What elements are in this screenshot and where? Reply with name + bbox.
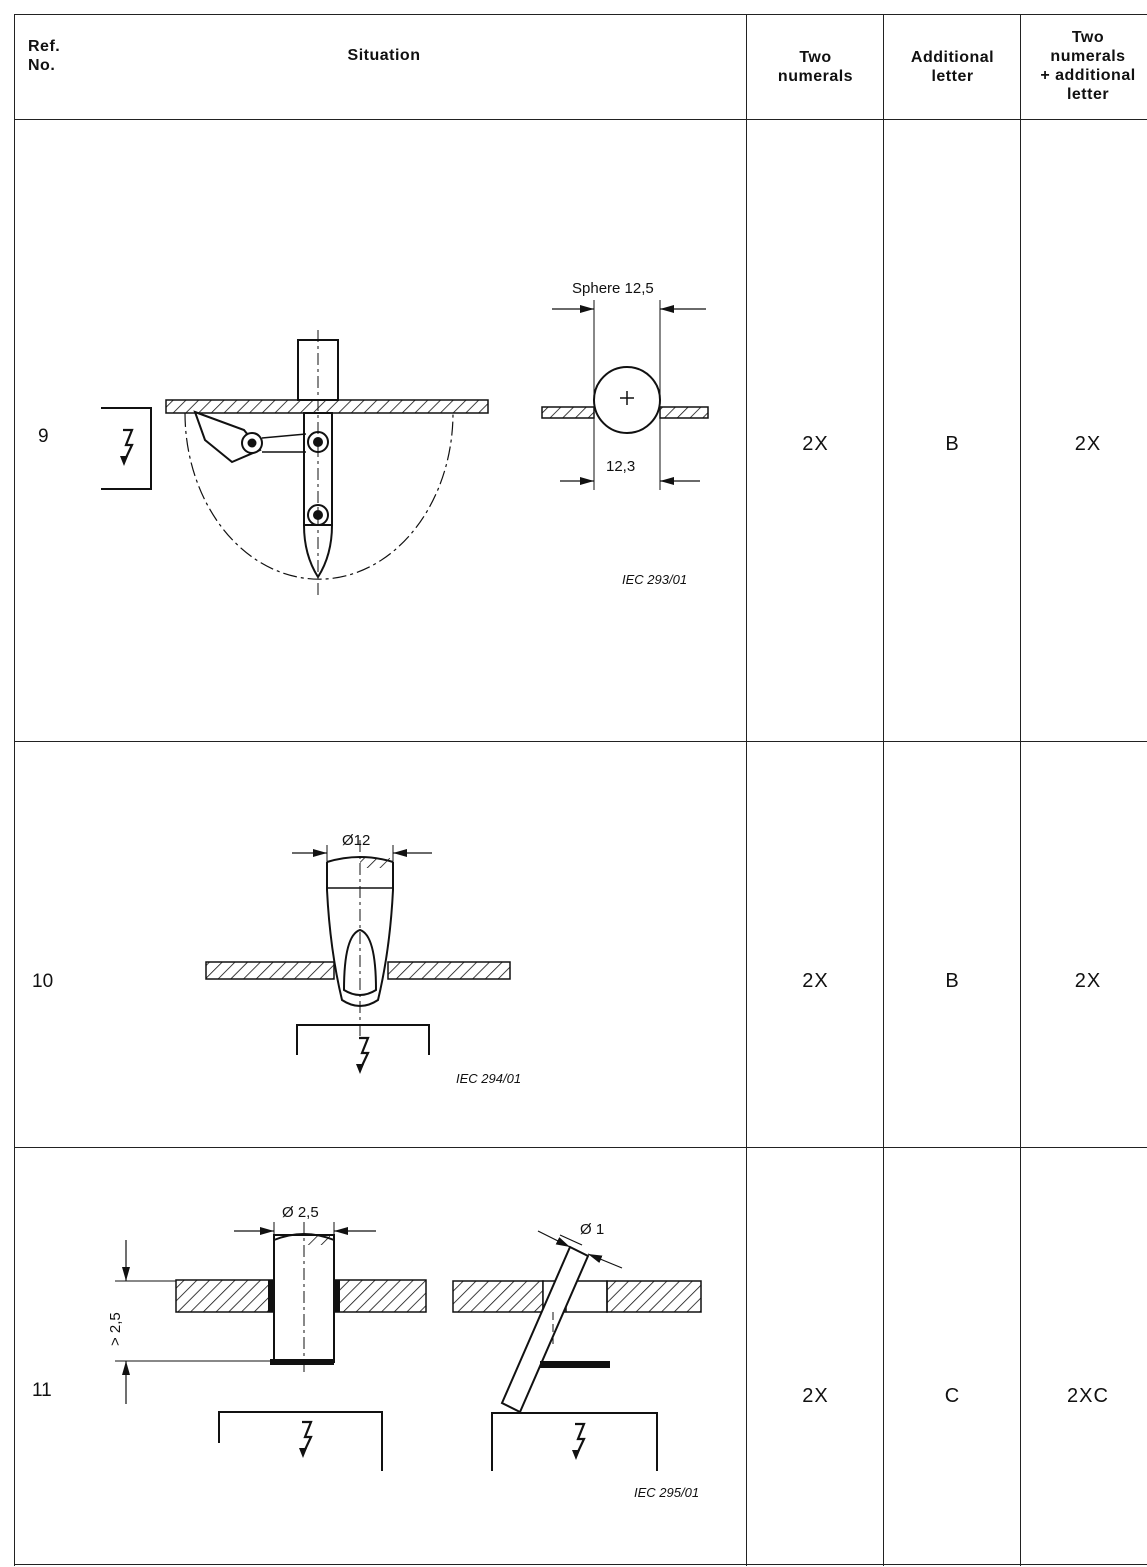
row-divider xyxy=(14,741,1147,742)
dimension-label: 12,3 xyxy=(606,458,635,475)
header-ref-no: Ref. No. xyxy=(28,38,61,74)
header-two-numerals: Two numerals xyxy=(777,49,854,85)
cell-two-numerals: 2X xyxy=(802,970,829,992)
table-border-bottom xyxy=(14,1564,1147,1565)
high-voltage-arrow-icon xyxy=(296,1024,430,1076)
column-divider xyxy=(1020,14,1021,1566)
cell-two-numerals: 2X xyxy=(802,1385,829,1407)
high-voltage-arrow-icon xyxy=(101,407,152,490)
figure-reference: IEC 293/01 xyxy=(622,572,687,587)
figure-reference: IEC 295/01 xyxy=(634,1485,699,1500)
classification-table: Ref. No. Situation Two numerals Addition… xyxy=(14,14,1147,1566)
high-voltage-arrow-icon xyxy=(491,1412,658,1471)
row-divider xyxy=(14,1147,1147,1148)
figure-row-11: Ø 2,5 > 2,5 Ø 1 IEC 295/01 xyxy=(107,1204,702,1500)
row-ref-10: 10 xyxy=(32,971,54,992)
cell-additional-letter: C xyxy=(944,1385,961,1407)
figure-row-9: Sphere 12,5 12,3 IEC 293/01 xyxy=(101,280,709,595)
dimension-label: Ø 2,5 xyxy=(282,1204,319,1221)
dimension-label: Ø12 xyxy=(342,832,370,849)
cell-combined: 2X xyxy=(1074,433,1102,455)
cell-additional-letter: B xyxy=(945,433,960,455)
dimension-label: Sphere 12,5 xyxy=(572,280,654,297)
header-additional-letter: Additional letter xyxy=(910,49,995,85)
high-voltage-arrow-icon xyxy=(218,1411,383,1471)
cell-combined: 2XC xyxy=(1067,1385,1109,1407)
row-ref-9: 9 xyxy=(38,426,49,447)
header-situation: Situation xyxy=(347,47,421,64)
cell-combined: 2X xyxy=(1074,970,1102,992)
cell-additional-letter: B xyxy=(945,970,960,992)
figure-reference: IEC 294/01 xyxy=(456,1071,521,1086)
figure-row-10: Ø12 IEC 294/01 xyxy=(205,832,521,1086)
dimension-label: > 2,5 xyxy=(107,1312,124,1346)
column-divider xyxy=(883,14,884,1566)
column-divider xyxy=(746,14,747,1566)
header-combined: Two numerals + additional letter xyxy=(1040,29,1136,103)
row-ref-11: 11 xyxy=(32,1380,52,1401)
cell-two-numerals: 2X xyxy=(802,433,829,455)
table-border-left xyxy=(14,14,15,1566)
table-border-top xyxy=(14,14,1147,15)
dimension-label: Ø 1 xyxy=(580,1221,604,1238)
header-divider xyxy=(14,119,1147,120)
